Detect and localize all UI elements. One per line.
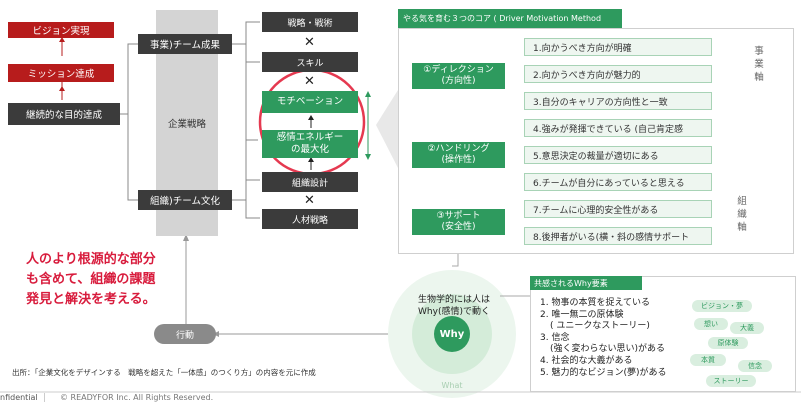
strategy-tactics-box: 戦略・戦術 [262,12,358,32]
cross-icon: ✕ [304,35,315,50]
org-axis-label: 組織軸 [736,196,748,235]
confidential-label: nfidential [0,393,45,402]
copyright: © READYFOR Inc. All Rights Reserved. [60,393,214,402]
hr-strategy-box: 人材戦略 [262,209,358,229]
shared-why-panel [530,276,796,392]
motivation-box: モチベーション [262,91,358,113]
list-item: 8.後押者がいる(横・斜の感情サポート [524,227,712,245]
skill-box: スキル [262,52,358,72]
pill-story: ストーリー [706,375,756,387]
list-item: 3.自分のキャリアの方向性と一致 [524,92,712,110]
list-item: 1. 物事の本質を捉えている [540,298,650,308]
action-pill: 行動 [154,324,216,344]
source-note: 出所：「企業文化をデザインする 戦略を超えた「一体感」のつくり方」の内容を元に作… [12,368,316,377]
core-support: ③サポート (安全性) [412,209,505,235]
core-handling: ②ハンドリング (操作性) [412,142,505,168]
pill-feelings: 想い [694,318,728,330]
pill-belief: 信念 [738,360,772,372]
list-item: (強く変わらない思い)がある [550,344,666,355]
shared-why-title: 共感されるWhy要素 [530,276,642,290]
emphasis-text: 人のより根源的な部分 も含めて、組織の課題 発見と解決を考える。 [26,252,156,307]
mission-box: ミッション達成 [8,64,114,82]
purpose-box: 継続的な目的達成 [8,103,120,125]
vision-box: ビジョン実現 [8,22,114,38]
team-culture-box: 組織)チーム文化 [138,190,232,210]
shared-why-list: 1. 物事の本質を捉えている 2. 唯一無二の原体験 ( ユニークなストーリー)… [540,298,666,379]
org-design-box: 組織設計 [262,172,358,192]
pill-vision: ビジョン・夢 [692,300,752,312]
pill-essence: 本質 [690,354,726,366]
business-axis-label: 事業軸 [753,46,765,85]
list-item: 2.向かうべき方向が魅力的 [524,65,712,83]
list-item: 7.チームに心理的安全性がある [524,200,712,218]
pill-cause: 大義 [730,322,764,334]
what-label: What [441,380,463,390]
method-title: やる気を育む３つのコア ( Driver Motivation Method [398,9,622,28]
list-item: 2. 唯一無二の原体験 [540,309,624,320]
why-caption: 生物学的には人は Why(感情)で動く [417,295,490,317]
list-item: 6.チームが自分にあっていると思える [524,173,712,191]
cross-icon: ✕ [304,74,315,89]
why-core: Why [439,328,465,340]
list-item: 1.向かうべき方向が明確 [524,38,712,56]
list-item: 4.強みが発揮できている (自己肯定感 [524,119,712,137]
cross-icon: ✕ [304,193,315,208]
team-results-box-front: 事業)チーム成果 [138,34,232,54]
emotion-energy-box: 感情エネルギー の最大化 [262,130,358,158]
core-direction: ①ディレクション (方向性) [412,63,505,89]
list-item: 3. 信念 [540,332,570,343]
list-item: ( ユニークなストーリー) [550,321,650,332]
pill-origin: 原体験 [708,337,748,349]
list-item: 5. 魅力的なビジョン(夢)がある [540,367,667,378]
list-item: 4. 社会的な大義がある [540,355,633,366]
list-item: 5.意思決定の裁量が適切にある [524,146,712,164]
